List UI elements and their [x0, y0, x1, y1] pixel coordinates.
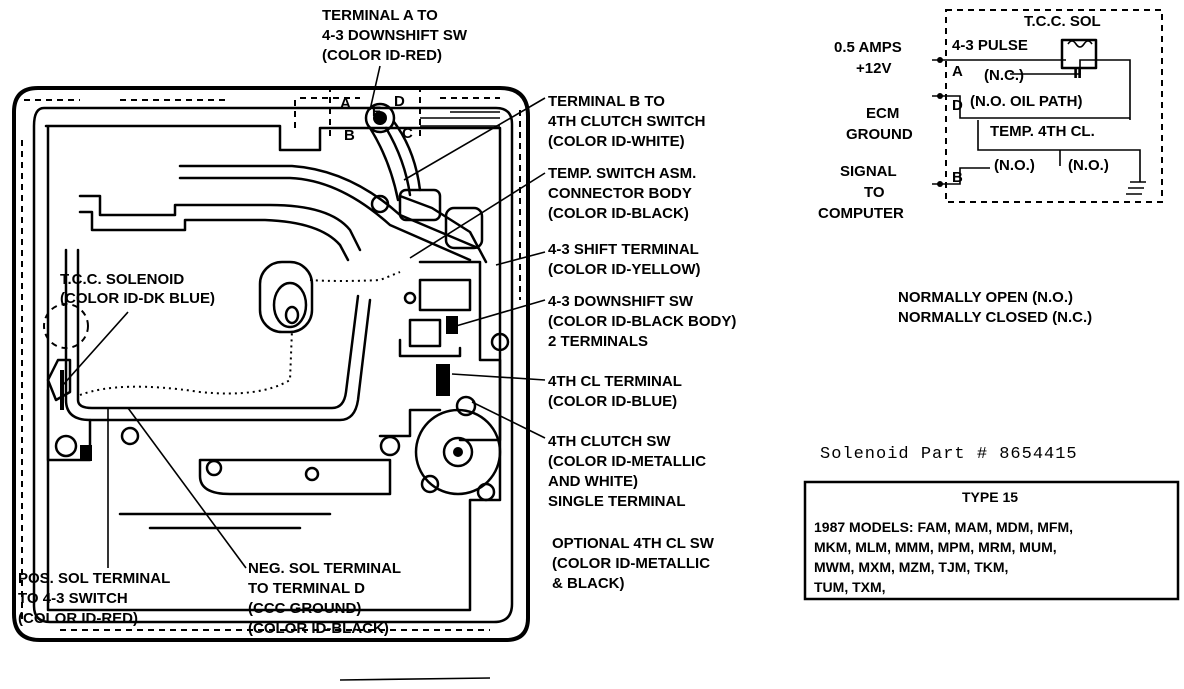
schematic-signal: SIGNAL: [840, 163, 897, 180]
callout-tcc-solenoid: T.C.C. SOLENOID (COLOR ID-DK BLUE): [60, 271, 215, 307]
wire-b: [932, 167, 990, 185]
type-box-line-3: MWM, MXM, MZM, TJM, TKM,: [814, 559, 1008, 575]
type-box-line-2: MKM, MLM, MMM, MPM, MRM, MUM,: [814, 539, 1057, 555]
callout-optional-4th-cl-sw: OPTIONAL 4TH CL SW (COLOR ID-METALLIC & …: [552, 535, 715, 592]
cl4-sw-line3: AND WHITE): [548, 473, 638, 490]
type-box-line-1: 1987 MODELS: FAM, MAM, MDM, MFM,: [814, 519, 1073, 535]
tcc-sol-line1: T.C.C. SOLENOID: [60, 271, 184, 288]
term-b-line1: TERMINAL B TO: [548, 93, 665, 110]
callout-pos-sol-terminal: POS. SOL TERMINAL TO 4-3 SWITCH (COLOR I…: [18, 570, 170, 627]
type-box-title: TYPE 15: [962, 489, 1018, 505]
cl4-sw-line2: (COLOR ID-METALLIC: [548, 453, 706, 470]
cl4-sw-line1: 4TH CLUTCH SW: [548, 433, 671, 450]
temp-sw-line2: CONNECTOR BODY: [548, 185, 692, 202]
cl4-term-line2: (COLOR ID-BLUE): [548, 393, 677, 410]
schematic-computer: COMPUTER: [818, 205, 904, 222]
callout-temp-switch: TEMP. SWITCH ASM. CONNECTOR BODY (COLOR …: [548, 165, 696, 222]
neg-sol-line1: NEG. SOL TERMINAL: [248, 560, 401, 577]
wire-d: [932, 95, 1130, 119]
callout-neg-sol-terminal: NEG. SOL TERMINAL TO TERMINAL D (CCC GRO…: [248, 560, 401, 637]
schematic-amps: 0.5 AMPS: [834, 39, 902, 56]
shift43-line1: 4-3 SHIFT TERMINAL: [548, 241, 699, 258]
type-box-line-4: TUM, TXM,: [814, 579, 886, 595]
down43-line2: (COLOR ID-BLACK BODY): [548, 313, 736, 330]
term-b-line2: 4TH CLUTCH SWITCH: [548, 113, 706, 130]
term-b-line3: (COLOR ID-WHITE): [548, 133, 685, 150]
pos-sol-line2: TO 4-3 SWITCH: [18, 590, 128, 607]
schematic-pulse: 4-3 PULSE: [952, 37, 1028, 54]
neg-sol-line4: (COLOR ID-BLACK): [248, 620, 389, 637]
transmission-case: [12, 86, 530, 642]
schematic-nc: (N.C.): [984, 67, 1024, 84]
pos-sol-line1: POS. SOL TERMINAL: [18, 570, 170, 587]
tcc-sol-line2: (COLOR ID-DK BLUE): [60, 290, 215, 307]
part-number: Solenoid Part # 8654415: [820, 445, 1078, 464]
opt-cl4-line1: OPTIONAL 4TH CL SW: [552, 535, 715, 552]
opt-cl4-line2: (COLOR ID-METALLIC: [552, 555, 710, 572]
connector-pin-letters: A D B C E: [340, 93, 413, 144]
schematic-ground: GROUND: [846, 126, 913, 143]
opt-cl4-line3: & BLACK): [552, 575, 625, 592]
solenoid-coil: [1060, 38, 1098, 70]
schematic-no-oil: (N.O. OIL PATH): [970, 93, 1083, 110]
ground-symbol: [1126, 181, 1146, 195]
callout-shift-43: 4-3 SHIFT TERMINAL (COLOR ID-YELLOW): [548, 241, 700, 278]
wire-temp: [977, 120, 1141, 182]
schematic-volts: +12V: [856, 60, 891, 77]
schematic-ecm: ECM: [866, 105, 899, 122]
pos-sol-line3: (COLOR ID-RED): [18, 610, 138, 627]
legend-no: NORMALLY OPEN (N.O.): [898, 289, 1073, 306]
pin-e-label: E: [372, 103, 381, 119]
cl4-term-line1: 4TH CL TERMINAL: [548, 373, 682, 390]
neg-sol-line3: (CCC GROUND): [248, 600, 361, 617]
term-a-line1: TERMINAL A TO: [322, 7, 438, 24]
schematic-no2: (N.O.): [1068, 157, 1109, 174]
pin-b-label: B: [344, 127, 355, 144]
down43-line1: 4-3 DOWNSHIFT SW: [548, 293, 694, 310]
schematic-pin-a: A: [952, 63, 963, 80]
legend: NORMALLY OPEN (N.O.) NORMALLY CLOSED (N.…: [898, 289, 1092, 326]
down43-line3: 2 TERMINALS: [548, 333, 648, 350]
temp-sw-line3: (COLOR ID-BLACK): [548, 205, 689, 222]
callout-term-a: TERMINAL A TO 4-3 DOWNSHIFT SW (COLOR ID…: [322, 7, 468, 64]
term-a-line3: (COLOR ID-RED): [322, 47, 442, 64]
shift43-line2: (COLOR ID-YELLOW): [548, 261, 700, 278]
callout-downshift-43: 4-3 DOWNSHIFT SW (COLOR ID-BLACK BODY) 2…: [548, 293, 736, 350]
coil-contact-mark: Ⅱ: [1073, 65, 1082, 81]
tcc-schematic: T.C.C. SOL 0.5 AMPS +12V 4-3 PULSE A (N.…: [818, 9, 1163, 222]
temp-sw-line1: TEMP. SWITCH ASM.: [548, 165, 696, 182]
schematic-dashed-box: [945, 9, 1163, 203]
bottom-rule: [339, 677, 491, 681]
callout-term-b: TERMINAL B TO 4TH CLUTCH SWITCH (COLOR I…: [548, 93, 706, 150]
schematic-pin-d: D: [952, 97, 963, 114]
term-a-line2: 4-3 DOWNSHIFT SW: [322, 27, 468, 44]
schematic-title: T.C.C. SOL: [1024, 13, 1101, 30]
legend-nc: NORMALLY CLOSED (N.C.): [898, 309, 1092, 326]
leader-lines: [61, 65, 546, 569]
neg-sol-line2: TO TERMINAL D: [248, 580, 365, 597]
pin-a-label: A: [340, 95, 351, 112]
type-box: TYPE 15 1987 MODELS: FAM, MAM, MDM, MFM,…: [803, 480, 1180, 601]
schematic-pin-b: B: [952, 169, 963, 186]
schematic-no1: (N.O.): [994, 157, 1035, 174]
pin-c-label: C: [402, 125, 413, 142]
callout-4th-clutch-sw: 4TH CLUTCH SW (COLOR ID-METALLIC AND WHI…: [548, 433, 706, 510]
schematic-to: TO: [864, 184, 885, 201]
schematic-temp4: TEMP. 4TH CL.: [990, 123, 1095, 140]
cl4-sw-line4: SINGLE TERMINAL: [548, 493, 686, 510]
callout-4th-cl-terminal: 4TH CL TERMINAL (COLOR ID-BLUE): [548, 373, 682, 410]
pin-d-label: D: [394, 93, 405, 110]
type-box-frame: [803, 480, 1180, 601]
